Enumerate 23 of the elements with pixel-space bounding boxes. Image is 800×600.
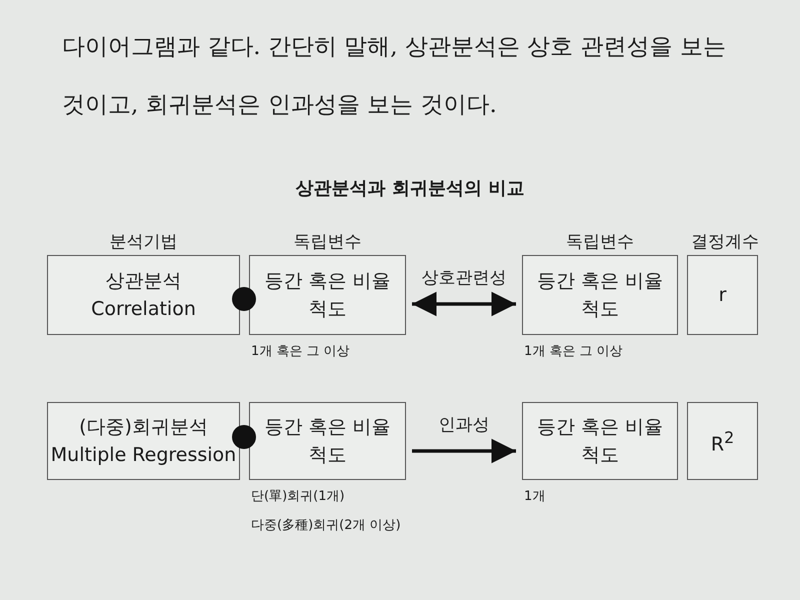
variable-box: 등간 혹은 비율 척도 — [522, 402, 678, 480]
edge-label: 상호관련성 — [420, 267, 508, 289]
note-text: 다중(多種)회귀(2개 이상) — [251, 517, 401, 534]
coefficient-box: r — [687, 255, 758, 335]
variable-box: 등간 혹은 비율척도 — [249, 402, 406, 480]
arrow — [412, 292, 516, 316]
column-header: 독립변수 — [292, 231, 362, 253]
method-box: (다중)회귀분석 Multiple Regression — [47, 402, 240, 480]
note-text: 1개 혹은 그 이상 — [251, 343, 350, 360]
column-header: 결정계수 — [690, 231, 760, 253]
diagram-title: 상관분석과 회귀분석의 비교 — [294, 177, 526, 200]
column-header: 분석기법 — [108, 231, 178, 253]
edge-label: 인과성 — [438, 414, 490, 436]
paragraph-text: 다이어그램과 같다. 간단히 말해, 상관분석은 상호 관련성을 보는 것이고, 회귀분석은 인과성을 보는 것이다. — [62, 33, 727, 120]
method-box: 상관분석 Correlation — [47, 255, 240, 335]
variable-box: 등간 혹은 비율척도 — [249, 255, 406, 335]
column-header: 독립변수 — [565, 231, 635, 253]
note-text: 단(單)회귀(1개) — [251, 488, 345, 505]
variable-box: 등간 혹은 비율 척도 — [522, 255, 678, 335]
coefficient-box: R$^{2}$ — [687, 402, 758, 480]
note-text: 1개 — [524, 488, 546, 505]
note-text: 1개 혹은 그 이상 — [524, 343, 623, 360]
arrow — [412, 438, 516, 464]
